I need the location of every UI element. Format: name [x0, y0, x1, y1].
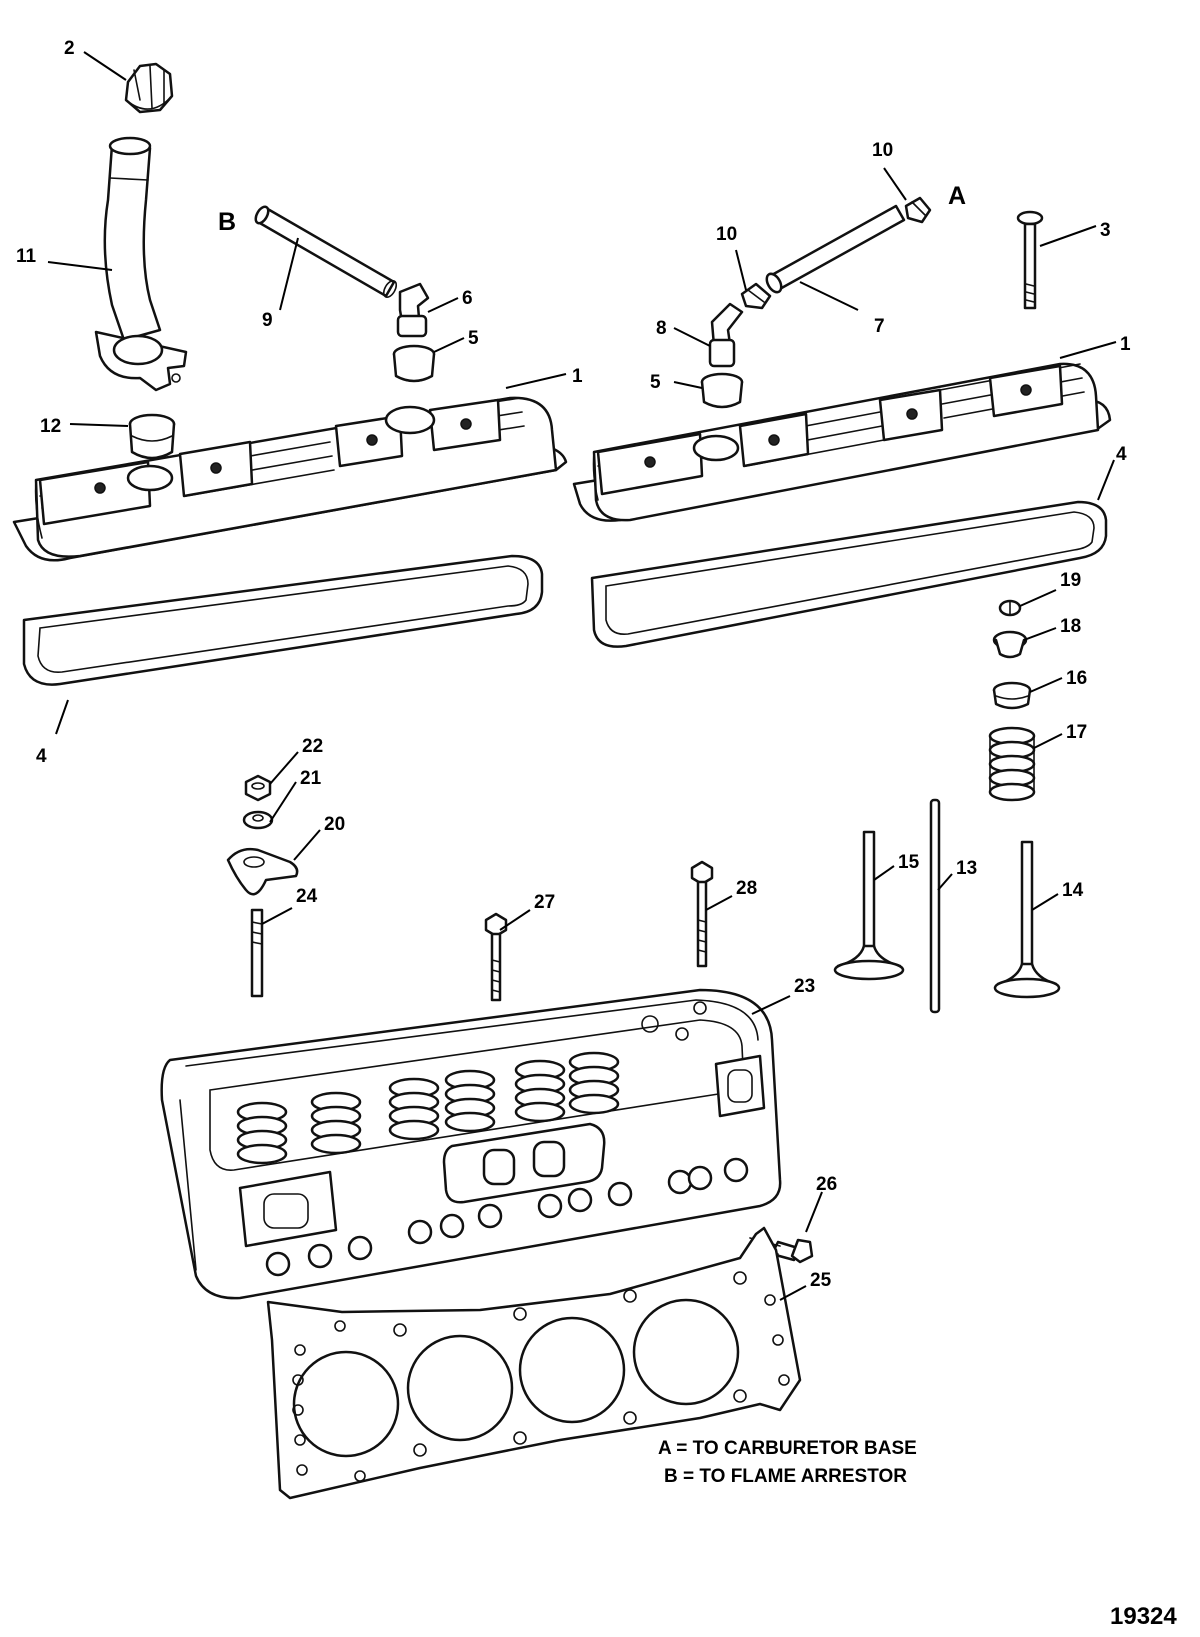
legend-line-b: B = TO FLAME ARRESTOR: [664, 1466, 907, 1487]
callout-25: 25: [810, 1270, 832, 1291]
callout-10-upper: 10: [872, 140, 893, 161]
callout-4-left: 4: [36, 746, 47, 767]
valve-cover-left: [12, 396, 568, 562]
callout-1-left: 1: [572, 366, 583, 387]
callout-18: 18: [1060, 616, 1081, 637]
rocker-ball-21: [242, 810, 274, 830]
callout-21: 21: [300, 768, 322, 789]
grommet-5-left: [392, 344, 436, 383]
figure-number: 19324: [1110, 1603, 1177, 1630]
callout-20: 20: [324, 814, 345, 835]
hose-9: [254, 205, 398, 298]
hose-clamp-10-upper: [904, 196, 932, 224]
rocker-arm-20: [226, 847, 299, 896]
callout-10-lower: 10: [716, 224, 737, 245]
callout-27: 27: [534, 892, 555, 913]
head-bolt-28: [690, 860, 714, 968]
valve-retainer-18: [992, 630, 1028, 659]
callout-4-right: 4: [1116, 444, 1127, 465]
callout-24: 24: [296, 886, 318, 907]
cylinder-head-23: [160, 988, 782, 1300]
callout-2: 2: [64, 38, 75, 59]
callout-11: 11: [16, 246, 37, 267]
valve-seal-16: [992, 681, 1032, 710]
oil-fill-tube: [94, 136, 188, 392]
gasket-4-left: [22, 554, 544, 686]
callout-14: 14: [1062, 880, 1084, 901]
hose-7: [765, 204, 906, 294]
callout-8: 8: [656, 318, 667, 339]
exhaust-valve-14: [993, 840, 1061, 999]
rocker-stud-24: [250, 908, 264, 998]
legend-line-a: A = TO CARBURETOR BASE: [658, 1438, 917, 1459]
head-gasket-25: [266, 1226, 802, 1500]
hose-clamp-10-lower: [740, 282, 772, 310]
pcv-elbow-6: [396, 282, 430, 338]
grommet-12: [128, 413, 176, 460]
gasket-4-right: [590, 500, 1108, 648]
callout-28: 28: [736, 878, 757, 899]
callout-26: 26: [816, 1174, 837, 1195]
callout-labels: 2 3 1 1 4 4 5 5 6 7 8 9 10 10 11 12 13 1…: [16, 38, 1131, 1291]
marker-a: A: [948, 182, 966, 210]
grommet-5-right: [700, 372, 744, 409]
callout-15: 15: [898, 852, 920, 873]
leader-lines: [47, 51, 1117, 1301]
valve-spring-17: [988, 726, 1036, 802]
pushrod-13: [929, 798, 941, 1014]
callout-19: 19: [1060, 570, 1081, 591]
callout-5-left: 5: [468, 328, 479, 349]
callout-5-right: 5: [650, 372, 661, 393]
callout-3: 3: [1100, 220, 1111, 241]
rocker-nut-22: [244, 774, 272, 802]
callout-22: 22: [302, 736, 323, 757]
callout-9: 9: [262, 310, 273, 331]
callout-7: 7: [874, 316, 885, 337]
callout-23: 23: [794, 976, 815, 997]
callout-13: 13: [956, 858, 977, 879]
marker-b: B: [218, 208, 236, 236]
stud-bolt-3: [1016, 210, 1044, 310]
valve-cover-right: [572, 362, 1112, 522]
valve-keeper-19: [998, 599, 1022, 617]
oil-fill-cap: [124, 62, 174, 114]
callout-17: 17: [1066, 722, 1087, 743]
intake-valve-15: [833, 830, 905, 981]
callout-6: 6: [462, 288, 473, 309]
callout-1-right: 1: [1120, 334, 1131, 355]
callout-16: 16: [1066, 668, 1087, 689]
pcv-elbow-8: [708, 302, 744, 368]
callout-12: 12: [40, 416, 61, 437]
